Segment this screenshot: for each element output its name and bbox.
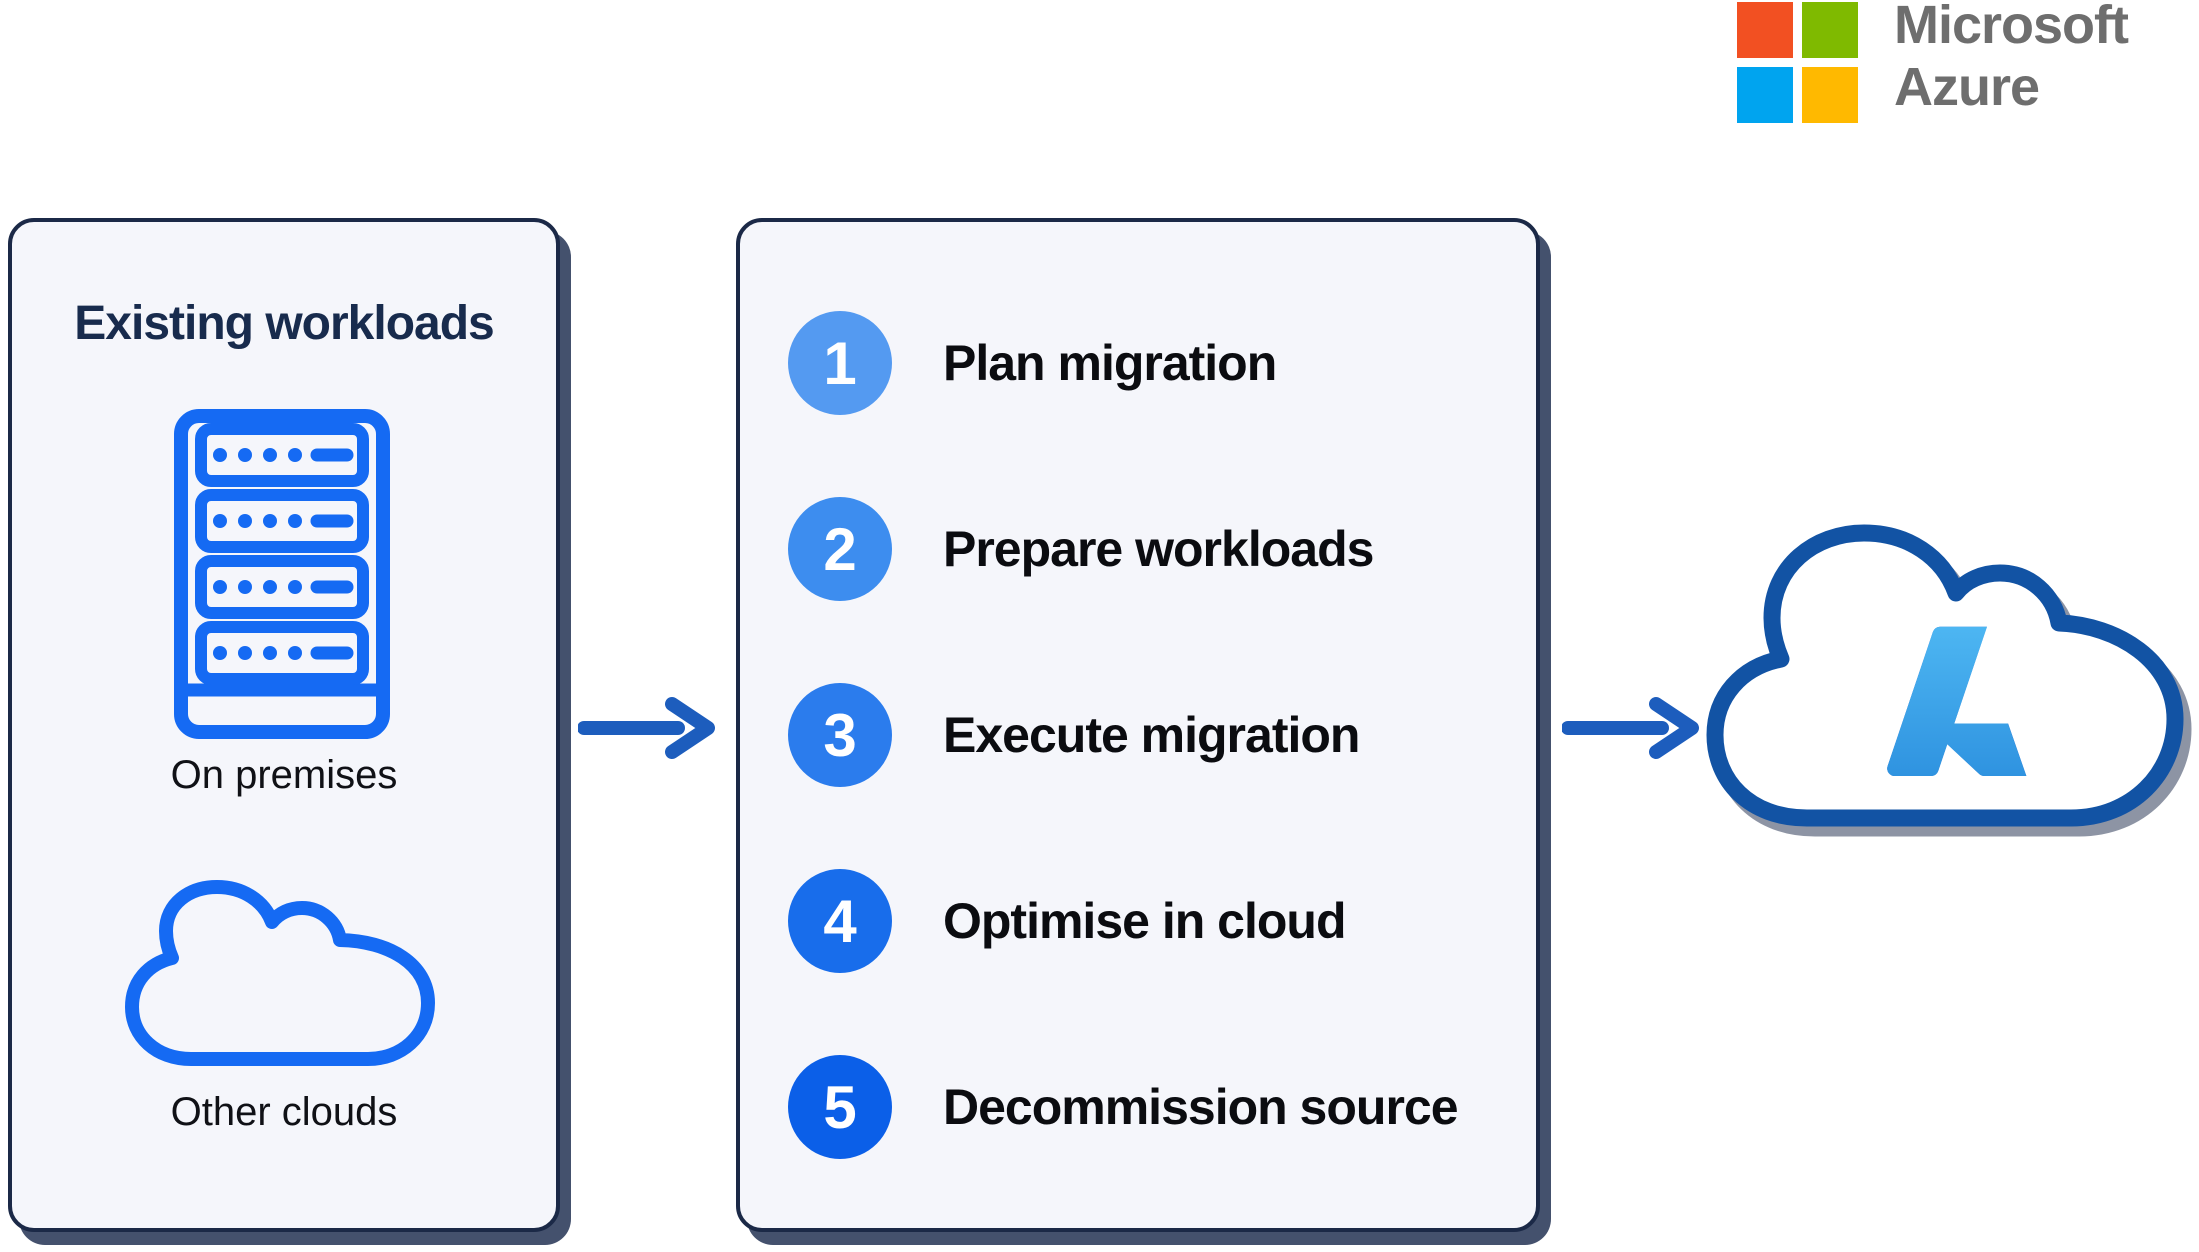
step-row: 3 Execute migration	[788, 683, 1360, 787]
other-clouds-label: Other clouds	[170, 1090, 398, 1134]
on-premises-label: On premises	[170, 753, 398, 797]
azure-cloud-icon	[1703, 520, 2193, 845]
step-number-badge: 4	[788, 869, 892, 973]
logo-square-blue	[1737, 67, 1793, 123]
logo-square-green	[1802, 2, 1858, 58]
arrow-right-icon	[578, 697, 715, 759]
step-row: 2 Prepare workloads	[788, 497, 1374, 601]
logo-square-yellow	[1802, 67, 1858, 123]
brand-name: Microsoft Azure	[1894, 0, 2129, 118]
migration-steps-panel: 1 Plan migration 2 Prepare workloads 3 E…	[736, 218, 1540, 1232]
step-row: 4 Optimise in cloud	[788, 869, 1346, 973]
step-number-badge: 5	[788, 1055, 892, 1159]
step-label: Prepare workloads	[943, 521, 1374, 577]
panel-title: Existing workloads	[74, 296, 494, 350]
step-number-badge: 1	[788, 311, 892, 415]
arrow-right-icon	[1562, 697, 1699, 759]
step-row: 1 Plan migration	[788, 311, 1277, 415]
brand-name-line1: Microsoft	[1894, 0, 2129, 55]
step-number-badge: 2	[788, 497, 892, 601]
step-number-badge: 3	[788, 683, 892, 787]
step-label: Plan migration	[943, 335, 1277, 391]
step-label: Optimise in cloud	[943, 893, 1346, 949]
step-label: Decommission source	[943, 1079, 1459, 1135]
step-row: 5 Decommission source	[788, 1055, 1459, 1159]
logo-square-orange	[1737, 2, 1793, 58]
cloud-outline-icon	[123, 878, 437, 1073]
microsoft-logo-squares-icon	[1737, 2, 1858, 123]
microsoft-azure-logo: Microsoft Azure	[1737, 0, 2129, 123]
step-label: Execute migration	[943, 707, 1360, 763]
brand-name-line2: Azure	[1894, 57, 2040, 117]
existing-workloads-panel: Existing workloads	[8, 218, 560, 1232]
azure-a-logo	[1887, 626, 2027, 777]
server-rack-icon	[173, 408, 391, 745]
